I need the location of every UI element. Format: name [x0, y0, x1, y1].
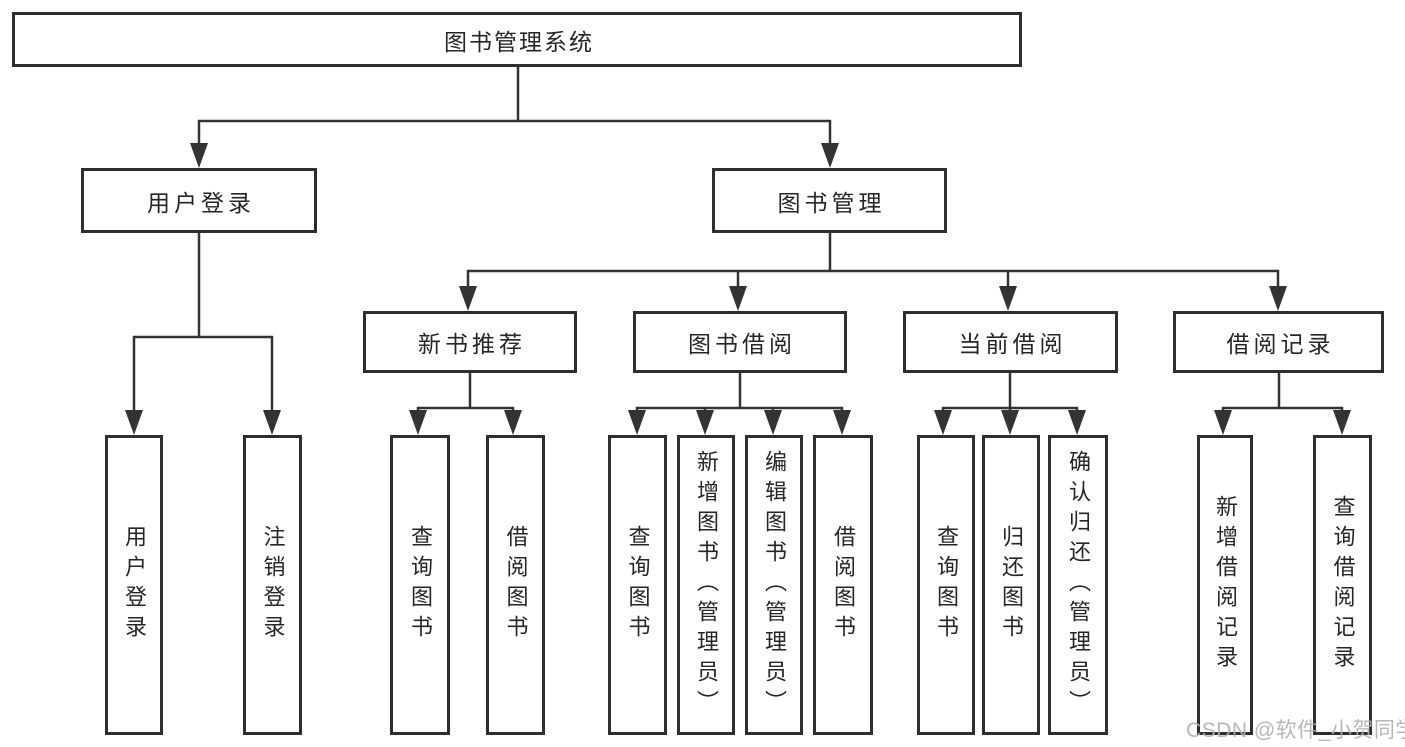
- node-rec-borrow-books: 借阅图书: [486, 435, 545, 735]
- node-bb-borrow-books-label: 借阅图书: [831, 525, 856, 645]
- node-bb-query-books-label: 查询图书: [625, 525, 651, 645]
- node-book-mgmt-label: 图书管理: [777, 189, 886, 216]
- arrowheads-root-to-level2: [190, 143, 839, 168]
- node-br-query-record-label: 查询借阅记录: [1330, 495, 1356, 675]
- node-bb-add-books: 新增图书（管理员）: [677, 435, 735, 735]
- node-borrow-records: 借阅记录: [1173, 311, 1384, 373]
- node-cb-confirm-return: 确认归还（管理员）: [1048, 435, 1108, 735]
- node-cb-return-books-label: 归还图书: [999, 525, 1024, 645]
- connector-book-borrow-children: [635, 373, 844, 413]
- node-bb-borrow-books: 借阅图书: [813, 435, 873, 735]
- connector-new-book-rec-children: [416, 373, 515, 413]
- node-current-borrow-label: 当前借阅: [958, 331, 1067, 357]
- arrowheads-book-mgmt-to-level3: [459, 286, 1287, 311]
- node-bb-edit-books: 编辑图书（管理员）: [745, 435, 803, 735]
- node-br-add-record: 新增借阅记录: [1197, 435, 1253, 735]
- arrowheads-user-login-children: [125, 410, 281, 435]
- node-leaf-user-login-label: 用户登录: [122, 525, 147, 645]
- node-leaf-logout-label: 注销登录: [260, 525, 286, 645]
- node-bb-query-books: 查询图书: [608, 435, 667, 735]
- node-rec-query-books: 查询图书: [390, 435, 450, 735]
- node-rec-borrow-books-label: 借阅图书: [503, 525, 529, 645]
- connector-book-mgmt-to-level3: [466, 233, 1280, 289]
- node-root-label: 图书管理系统: [444, 28, 594, 55]
- arrowheads-book-borrow-children: [628, 410, 851, 435]
- node-new-book-rec-label: 新书推荐: [418, 331, 526, 357]
- node-leaf-user-login: 用户登录: [105, 435, 163, 735]
- node-book-borrow-label: 图书借阅: [688, 331, 796, 357]
- node-new-book-rec: 新书推荐: [363, 311, 577, 373]
- node-root: 图书管理系统: [12, 12, 1022, 67]
- arrowheads-borrow-records-children: [1214, 410, 1351, 435]
- node-bb-edit-books-label: 编辑图书（管理员）: [762, 450, 787, 720]
- connector-user-login-children: [132, 233, 274, 413]
- node-br-add-record-label: 新增借阅记录: [1213, 495, 1238, 675]
- csdn-watermark: CSDN @软件_小贺同学: [1186, 719, 1405, 742]
- connector-current-borrow-children: [941, 373, 1079, 413]
- connector-root-to-level2: [197, 66, 832, 146]
- node-cb-query-books: 查询图书: [917, 435, 975, 735]
- node-br-query-record: 查询借阅记录: [1313, 435, 1372, 735]
- node-book-mgmt: 图书管理: [712, 168, 947, 233]
- node-cb-confirm-return-label: 确认归还（管理员）: [1066, 450, 1091, 720]
- connector-borrow-records-children: [1221, 373, 1344, 413]
- node-user-login: 用户登录: [81, 168, 317, 233]
- node-bb-add-books-label: 新增图书（管理员）: [694, 450, 719, 720]
- node-user-login-label: 用户登录: [147, 189, 255, 216]
- node-cb-query-books-label: 查询图书: [934, 525, 959, 645]
- node-cb-return-books: 归还图书: [982, 435, 1040, 735]
- node-book-borrow: 图书借阅: [633, 311, 847, 373]
- node-rec-query-books-label: 查询图书: [408, 525, 433, 645]
- node-leaf-logout: 注销登录: [243, 435, 302, 735]
- node-current-borrow: 当前借阅: [903, 311, 1118, 373]
- arrowheads-current-borrow-children: [934, 410, 1086, 435]
- arrowheads-new-book-rec-children: [409, 410, 522, 435]
- node-borrow-records-label: 借阅记录: [1226, 331, 1335, 357]
